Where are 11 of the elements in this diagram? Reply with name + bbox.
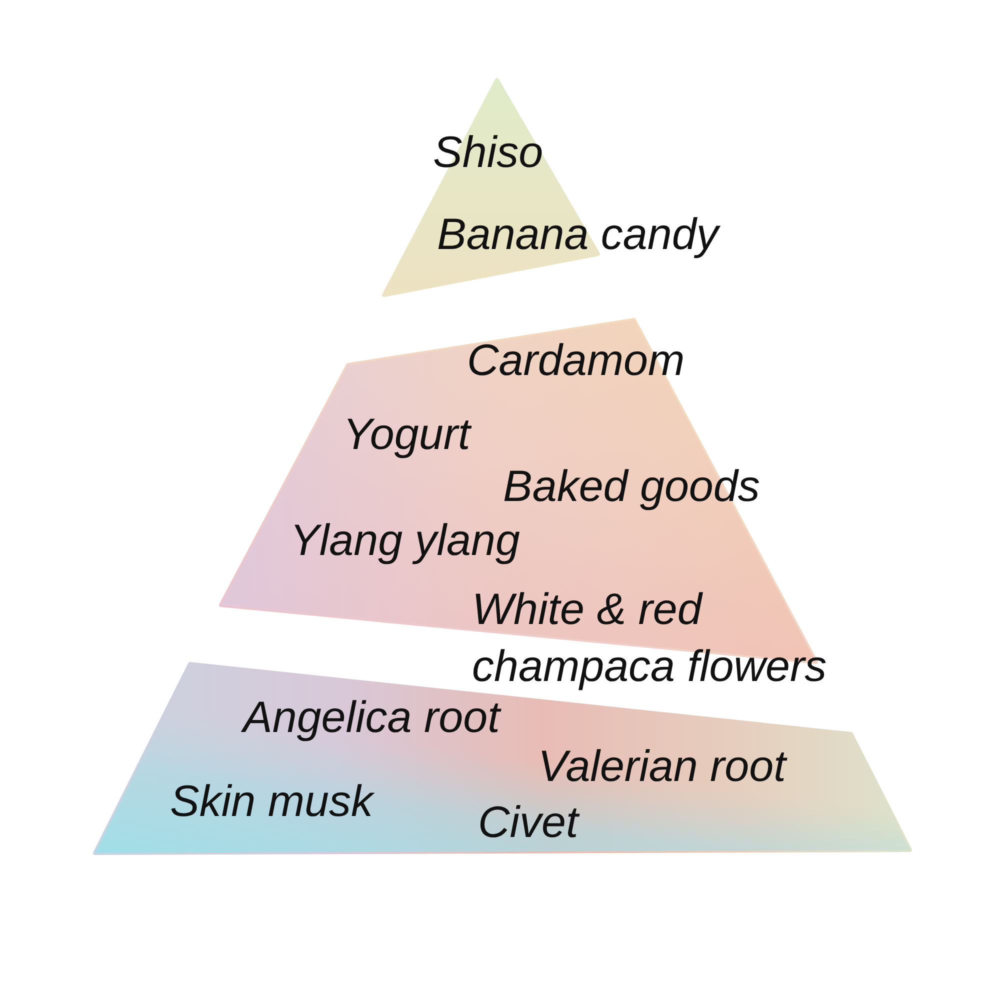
note-text: Banana candy	[437, 213, 718, 257]
note-text: Civet	[478, 801, 578, 845]
note-text: Angelica root	[243, 696, 500, 740]
note-text: Yogurt	[343, 413, 470, 457]
note-text: Shiso	[433, 131, 544, 175]
note-text: Baked goods	[503, 465, 760, 509]
note-text: Skin musk	[170, 780, 373, 824]
note-text: Ylang ylang	[290, 519, 520, 563]
note-text: Valerian root	[538, 745, 786, 789]
note-text: Cardamom	[467, 339, 685, 383]
note-text: White & red champaca flowers	[472, 584, 828, 693]
